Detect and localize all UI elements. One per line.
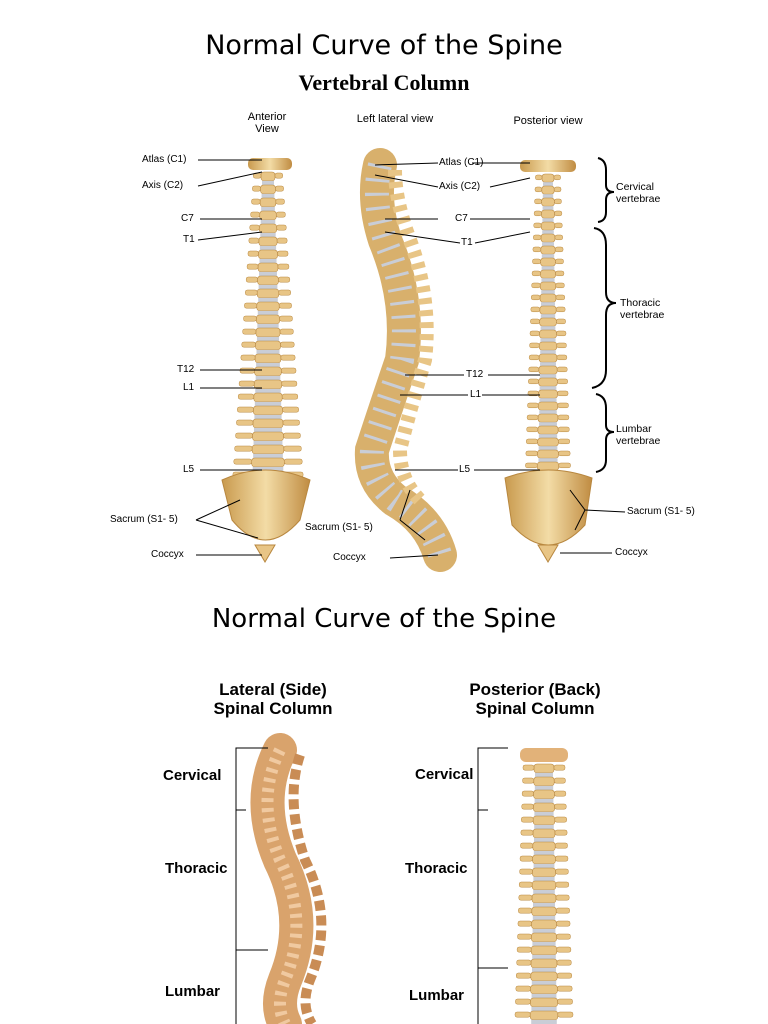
lower-lateral-spine (250, 733, 327, 1024)
label-sacrum-lateral: Sacrum (S1- 5) (305, 522, 373, 533)
posterior-view-label: Posterior view (513, 115, 583, 127)
posterior-spinal-column-heading: Posterior (Back)Spinal Column (469, 680, 601, 718)
label-t1-anterior: T1 (183, 234, 195, 245)
lower-posterior-spine (514, 748, 574, 1024)
lower-lateral-lumbar: Lumbar (165, 983, 221, 1000)
label-atlas-lateral: Atlas (C1) (439, 157, 484, 168)
label-l1-lateral: L1 (470, 389, 482, 400)
lateral-spine (354, 148, 457, 572)
label-c7-anterior: C7 (181, 213, 194, 224)
label-l5-lateral: L5 (459, 464, 471, 475)
label-c7-lateral: C7 (455, 213, 468, 224)
label-sacrum-posterior: Sacrum (S1- 5) (627, 506, 695, 517)
lower-posterior-thoracic: Thoracic (405, 860, 468, 877)
label-atlas-anterior: Atlas (C1) (142, 154, 187, 165)
label-t12-lateral: T12 (466, 369, 484, 380)
label-coccyx-anterior: Coccyx (151, 549, 184, 560)
label-l5-anterior: L5 (183, 464, 195, 475)
label-coccyx-lateral: Coccyx (333, 552, 366, 563)
label-t1-lateral: T1 (461, 237, 473, 248)
section-title: Normal Curve of the Spine (211, 604, 557, 634)
posterior-spine (504, 160, 593, 563)
lower-posterior-cervical: Cervical (415, 766, 474, 783)
label-l1-anterior: L1 (183, 382, 195, 393)
lateral-spinal-column-heading: Lateral (Side)Spinal Column (213, 680, 333, 718)
lower-lateral-thoracic: Thoracic (165, 860, 228, 877)
label-axis-lateral: Axis (C2) (439, 181, 481, 192)
label-coccyx-posterior: Coccyx (615, 547, 648, 558)
label-t12-anterior: T12 (177, 364, 195, 375)
anterior-spine (221, 158, 311, 563)
page-title: Normal Curve of the Spine (205, 30, 563, 61)
lower-posterior-lumbar: Lumbar (409, 987, 465, 1004)
lateral-view-label: Left lateral view (356, 113, 434, 125)
label-sacrum-anterior: Sacrum (S1- 5) (110, 514, 178, 525)
label-axis-anterior: Axis (C2) (142, 180, 184, 191)
lower-lateral-cervical: Cervical (163, 767, 222, 784)
diagram-title: Vertebral Column (298, 70, 470, 95)
